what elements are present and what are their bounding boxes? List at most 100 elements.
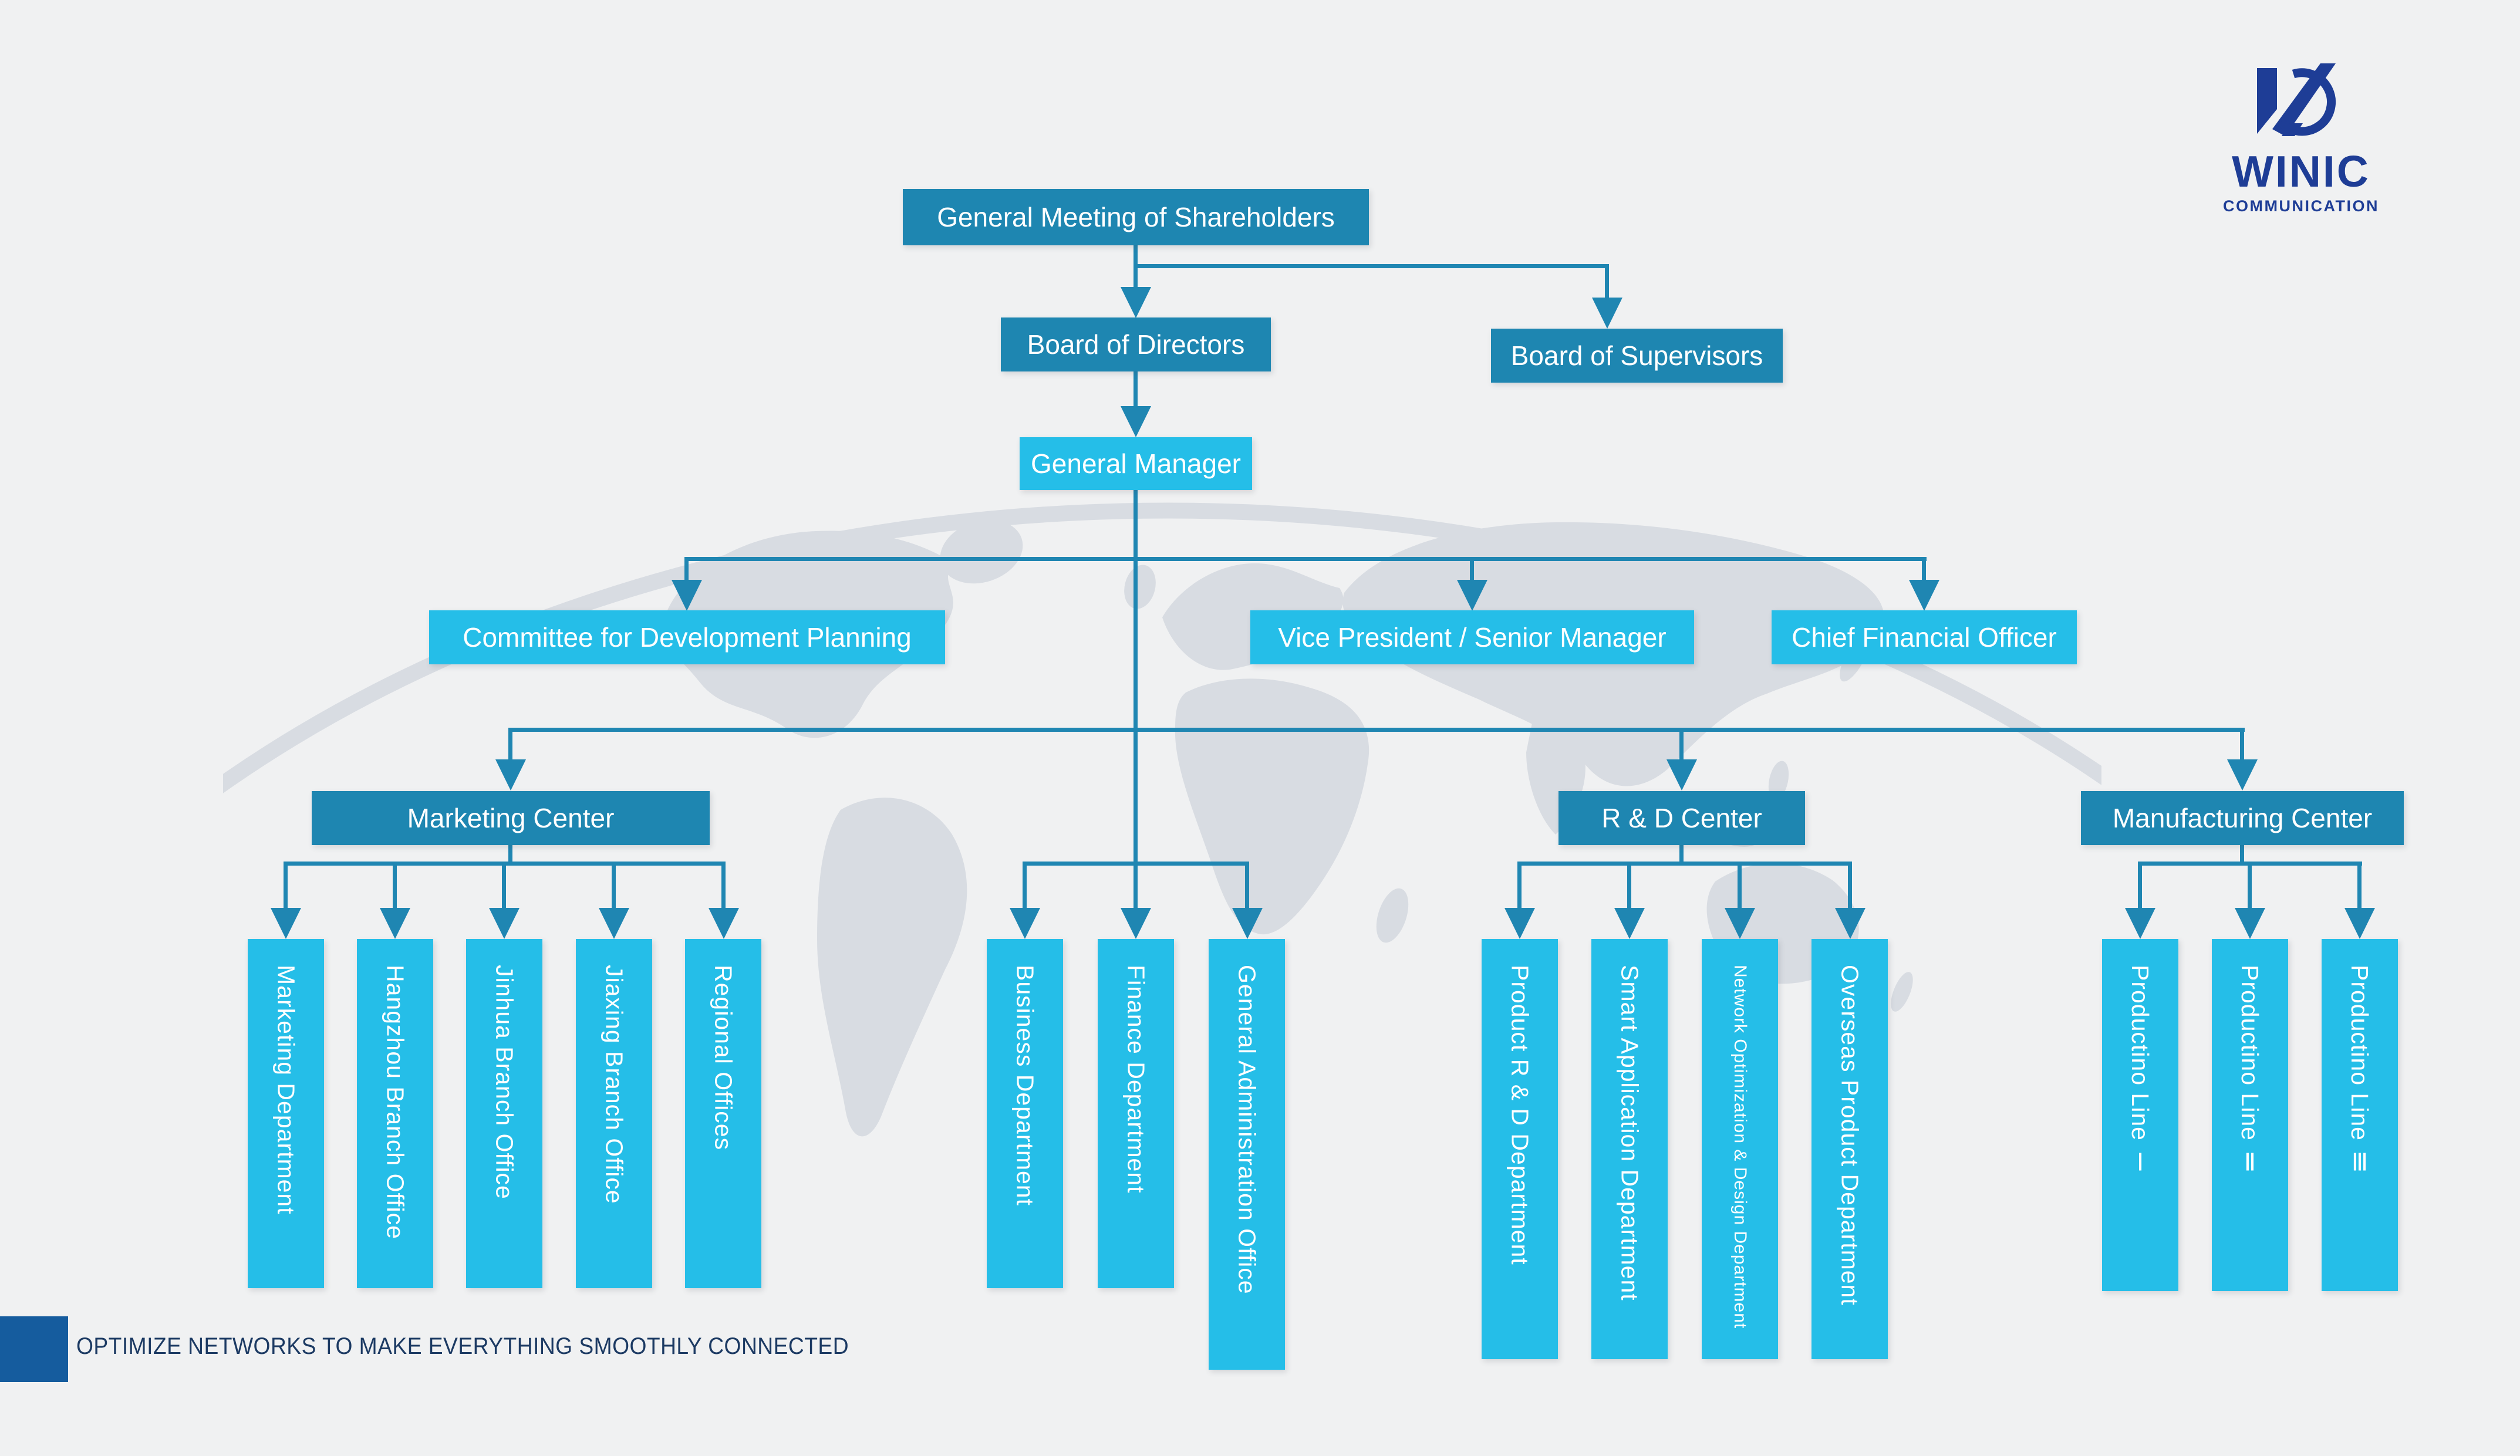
island-philippines xyxy=(1768,761,1789,800)
connector-line xyxy=(1738,866,1742,908)
node-label: Jinhua Branch Office xyxy=(491,965,518,1200)
node-label: Product R & D Department xyxy=(1506,965,1534,1265)
node-production-line-2: Productino Line Ⅱ xyxy=(2212,939,2288,1291)
node-label: Productino Line Ⅰ xyxy=(2127,965,2154,1177)
node-label: Marketing Department xyxy=(272,965,300,1215)
connector-line xyxy=(508,728,2245,732)
arrow-down-icon xyxy=(2227,759,2258,791)
island-madagascar xyxy=(1376,888,1409,943)
node-label: Business Department xyxy=(1011,965,1039,1206)
node-marketing-department: Marketing Department xyxy=(248,939,324,1288)
arrow-down-icon xyxy=(1232,908,1263,939)
connector-line xyxy=(1922,561,1926,581)
node-production-line-3: Productino Line Ⅲ xyxy=(2322,939,2398,1291)
connector-line xyxy=(612,866,616,908)
connector-line xyxy=(684,557,1927,561)
connector-line xyxy=(1679,732,1684,760)
node-business-department: Business Department xyxy=(987,939,1063,1288)
node-hangzhou-branch-office: Hangzhou Branch Office xyxy=(357,939,433,1288)
connector-line xyxy=(1134,264,1609,268)
connector-line xyxy=(721,866,726,908)
node-marketing-center: Marketing Center xyxy=(312,791,710,845)
arrow-down-icon xyxy=(709,908,739,939)
node-jinhua-branch-office: Jinhua Branch Office xyxy=(466,939,542,1288)
connector-line xyxy=(1134,490,1138,866)
connector-line xyxy=(2357,866,2362,908)
tagline-text: OPTIMIZE NETWORKS TO MAKE EVERYTHING SMO… xyxy=(76,1333,849,1359)
connector-line xyxy=(1134,371,1138,407)
arrow-down-icon xyxy=(1457,580,1487,611)
node-general-manager: General Manager xyxy=(1020,437,1252,490)
connector-line xyxy=(2248,866,2252,908)
arrow-down-icon xyxy=(380,908,410,939)
node-general-meeting-of-shareholders: General Meeting of Shareholders xyxy=(903,189,1369,245)
arrow-down-icon xyxy=(1592,298,1622,329)
connector-line xyxy=(2138,866,2142,908)
arrow-down-icon xyxy=(2344,908,2375,939)
connector-line xyxy=(1245,866,1249,908)
connector-line xyxy=(1134,245,1138,266)
winic-logo-icon xyxy=(2257,63,2336,136)
winic-logo: WINIC COMMUNICATION xyxy=(2222,63,2380,215)
node-label: Overseas Product Department xyxy=(1836,965,1864,1306)
node-label: Finance Department xyxy=(1122,965,1150,1194)
connector-line xyxy=(2240,845,2244,866)
connector-line xyxy=(2138,862,2362,866)
node-label: Productino Line Ⅲ xyxy=(2346,965,2373,1177)
connector-line xyxy=(1134,268,1138,288)
node-label: Regional Offices xyxy=(710,965,737,1151)
arrow-down-icon xyxy=(1121,908,1151,939)
island-new-zealand xyxy=(1891,972,1913,1012)
connector-line xyxy=(1679,845,1684,866)
connector-line xyxy=(1848,866,1852,908)
connector-line xyxy=(1023,862,1249,866)
node-label: Smart Application Department xyxy=(1616,965,1644,1301)
connector-line xyxy=(1470,561,1474,581)
arrow-down-icon xyxy=(1725,908,1755,939)
node-product-rd-department: Product R & D Department xyxy=(1482,939,1558,1359)
node-label: General Administration Office xyxy=(1233,965,1261,1295)
node-board-of-directors: Board of Directors xyxy=(1001,317,1271,371)
connector-line xyxy=(684,561,689,581)
connector-line xyxy=(1517,862,1852,866)
node-manufacturing-center: Manufacturing Center xyxy=(2081,791,2404,845)
node-label: Hangzhou Branch Office xyxy=(382,965,409,1239)
connector-line xyxy=(1605,268,1609,298)
arrow-down-icon xyxy=(672,580,702,611)
arrow-down-icon xyxy=(1504,908,1535,939)
globe-arc-watermark xyxy=(223,502,2101,794)
node-rd-center: R & D Center xyxy=(1558,791,1805,845)
connector-line xyxy=(284,862,726,866)
node-jiaxing-branch-office: Jiaxing Branch Office xyxy=(576,939,652,1288)
arrow-down-icon xyxy=(1614,908,1645,939)
connector-line xyxy=(284,866,288,908)
connector-line xyxy=(393,866,397,908)
node-board-of-supervisors: Board of Supervisors xyxy=(1491,329,1783,383)
connector-line xyxy=(2240,732,2244,760)
logo-subtitle: COMMUNICATION xyxy=(2223,197,2379,215)
continent-greenland xyxy=(940,519,1023,584)
node-overseas-product-department: Overseas Product Department xyxy=(1811,939,1888,1359)
node-network-optimization-design-department: Network Optimization & Design Department xyxy=(1702,939,1778,1359)
connector-line xyxy=(502,866,506,908)
node-general-administration-office: General Administration Office xyxy=(1209,939,1285,1370)
node-smart-application-department: Smart Application Department xyxy=(1591,939,1668,1359)
arrow-down-icon xyxy=(495,759,526,791)
node-label: Network Optimization & Design Department xyxy=(1730,965,1750,1329)
connector-line xyxy=(1023,866,1027,908)
node-label: Productino Line Ⅱ xyxy=(2236,965,2263,1177)
arrow-down-icon xyxy=(2125,908,2155,939)
arrow-down-icon xyxy=(599,908,629,939)
tagline-block xyxy=(0,1316,68,1382)
connector-line xyxy=(1517,866,1522,908)
arrow-down-icon xyxy=(1666,759,1697,791)
arrow-down-icon xyxy=(489,908,519,939)
connector-line xyxy=(1134,866,1138,908)
node-label: Jiaxing Branch Office xyxy=(601,965,628,1204)
arrow-down-icon xyxy=(1010,908,1040,939)
arrow-down-icon xyxy=(1121,287,1151,318)
logo-name: WINIC xyxy=(2232,147,2370,196)
continent-south-america xyxy=(817,798,967,1137)
island-uk xyxy=(1124,565,1156,609)
